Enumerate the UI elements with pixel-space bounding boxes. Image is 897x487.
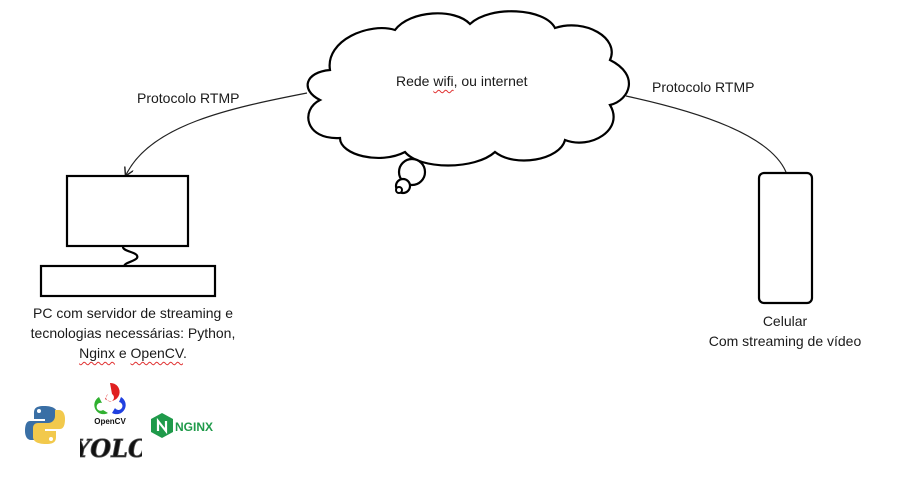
cloud-shape bbox=[306, 10, 630, 167]
protocol-left-label: Protocolo RTMP bbox=[137, 90, 240, 106]
python-logo-icon bbox=[25, 406, 65, 444]
phone-caption: Celular Com streaming de vídeo bbox=[690, 311, 880, 351]
pc-cable bbox=[121, 246, 139, 268]
phone-device bbox=[757, 171, 814, 305]
cloud-label-post: , ou internet bbox=[453, 73, 528, 89]
pc-caption-nginx: Nginx bbox=[79, 345, 115, 361]
pc-caption-period: . bbox=[182, 345, 187, 361]
cloud-label-wifi: wifi bbox=[433, 73, 454, 89]
cloud-label-pre: Rede bbox=[396, 73, 434, 89]
pc-caption: PC com servidor de streaming e tecnologi… bbox=[18, 303, 248, 363]
protocol-right-label: Protocolo RTMP bbox=[652, 79, 755, 95]
nginx-logo-icon: NGINX bbox=[151, 413, 213, 438]
pc-monitor bbox=[65, 174, 190, 248]
phone-caption-line2: Com streaming de vídeo bbox=[708, 333, 862, 349]
pc-caption-and: e bbox=[114, 345, 131, 361]
yolo-logo-text: YOLO bbox=[80, 434, 142, 463]
pc-caption-line2: tecnologias necessárias: Python, bbox=[30, 325, 236, 341]
pc-caption-line3: Nginx e OpenCV. bbox=[18, 343, 248, 363]
pc-caption-opencv: OpenCV bbox=[130, 345, 183, 361]
line-cloud-to-phone bbox=[625, 95, 787, 173]
arrow-cloud-to-pc bbox=[126, 92, 308, 175]
phone-caption-line1: Celular bbox=[762, 313, 808, 329]
yolo-logo-icon: YOLO bbox=[80, 434, 142, 464]
cloud-label: Rede wifi, ou internet bbox=[396, 72, 528, 90]
pc-keyboard bbox=[39, 264, 217, 298]
opencv-logo-text: OpenCV bbox=[94, 417, 126, 426]
cloud-bubble-small bbox=[395, 186, 403, 194]
pc-caption-line1: PC com servidor de streaming e bbox=[33, 305, 233, 321]
opencv-logo-icon: OpenCV bbox=[94, 382, 126, 426]
nginx-logo-text: NGINX bbox=[175, 420, 213, 434]
